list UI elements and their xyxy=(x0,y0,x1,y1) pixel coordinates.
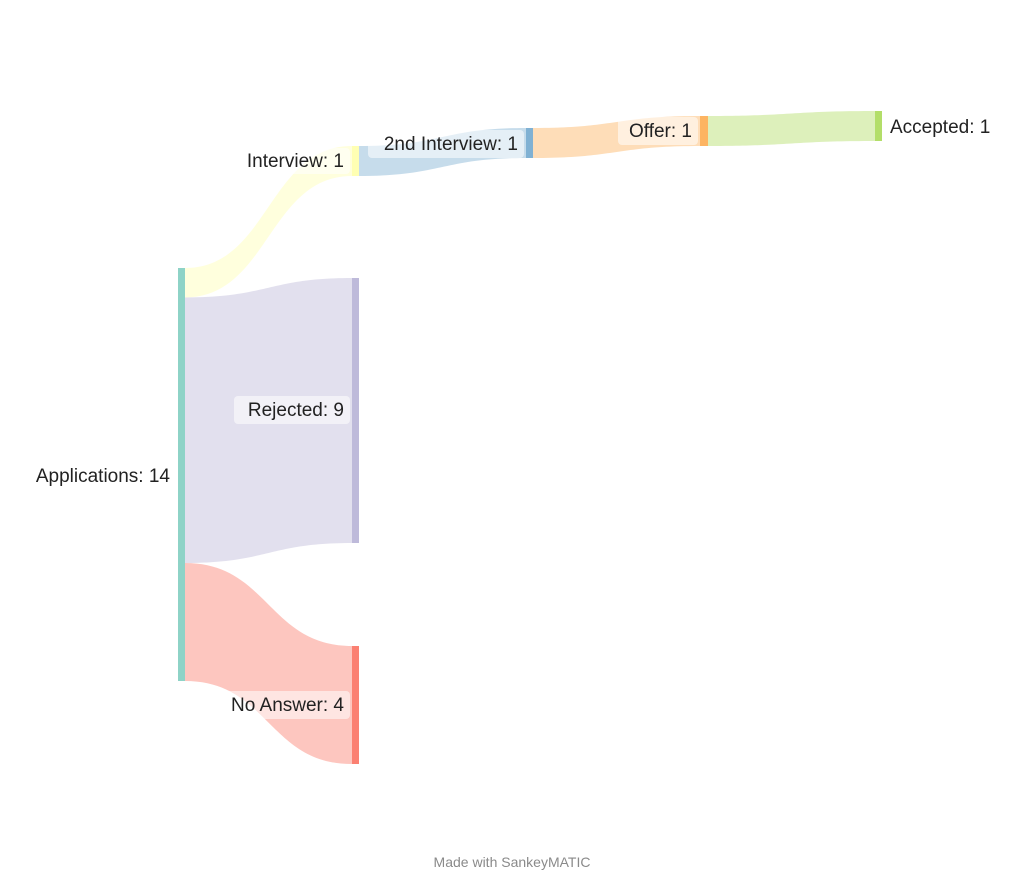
node-rejected xyxy=(352,278,359,543)
label-bg-interview xyxy=(236,148,350,174)
node-applications xyxy=(178,268,185,681)
link-applications-to-interview xyxy=(185,146,352,298)
node-interview xyxy=(352,146,359,176)
label-bg-rejected xyxy=(234,396,350,424)
node-label-rejected: Rejected: 9 xyxy=(248,400,344,421)
footer-credit: Made with SankeyMATIC xyxy=(433,854,591,870)
node-label-interview: Interview: 1 xyxy=(247,151,344,172)
node-label-applications: Applications: 14 xyxy=(36,466,171,487)
label-bg-second-interview xyxy=(368,130,524,158)
node-second-interview xyxy=(526,128,533,158)
node-label-second-interview: 2nd Interview: 1 xyxy=(384,134,518,155)
node-label-offer: Offer: 1 xyxy=(629,121,692,142)
label-bg-offer xyxy=(618,117,698,145)
node-offer xyxy=(700,116,708,146)
node-no-answer xyxy=(352,646,359,764)
node-label-no-answer: No Answer: 4 xyxy=(231,695,344,716)
sankey-links xyxy=(185,111,875,764)
link-applications-to-no_answer xyxy=(185,563,352,764)
link-offer-to-accepted xyxy=(708,111,875,146)
sankey-nodes xyxy=(178,111,882,764)
node-label-accepted: Accepted: 1 xyxy=(890,117,990,138)
node-accepted xyxy=(875,111,882,141)
label-bg-no-answer xyxy=(216,691,350,719)
